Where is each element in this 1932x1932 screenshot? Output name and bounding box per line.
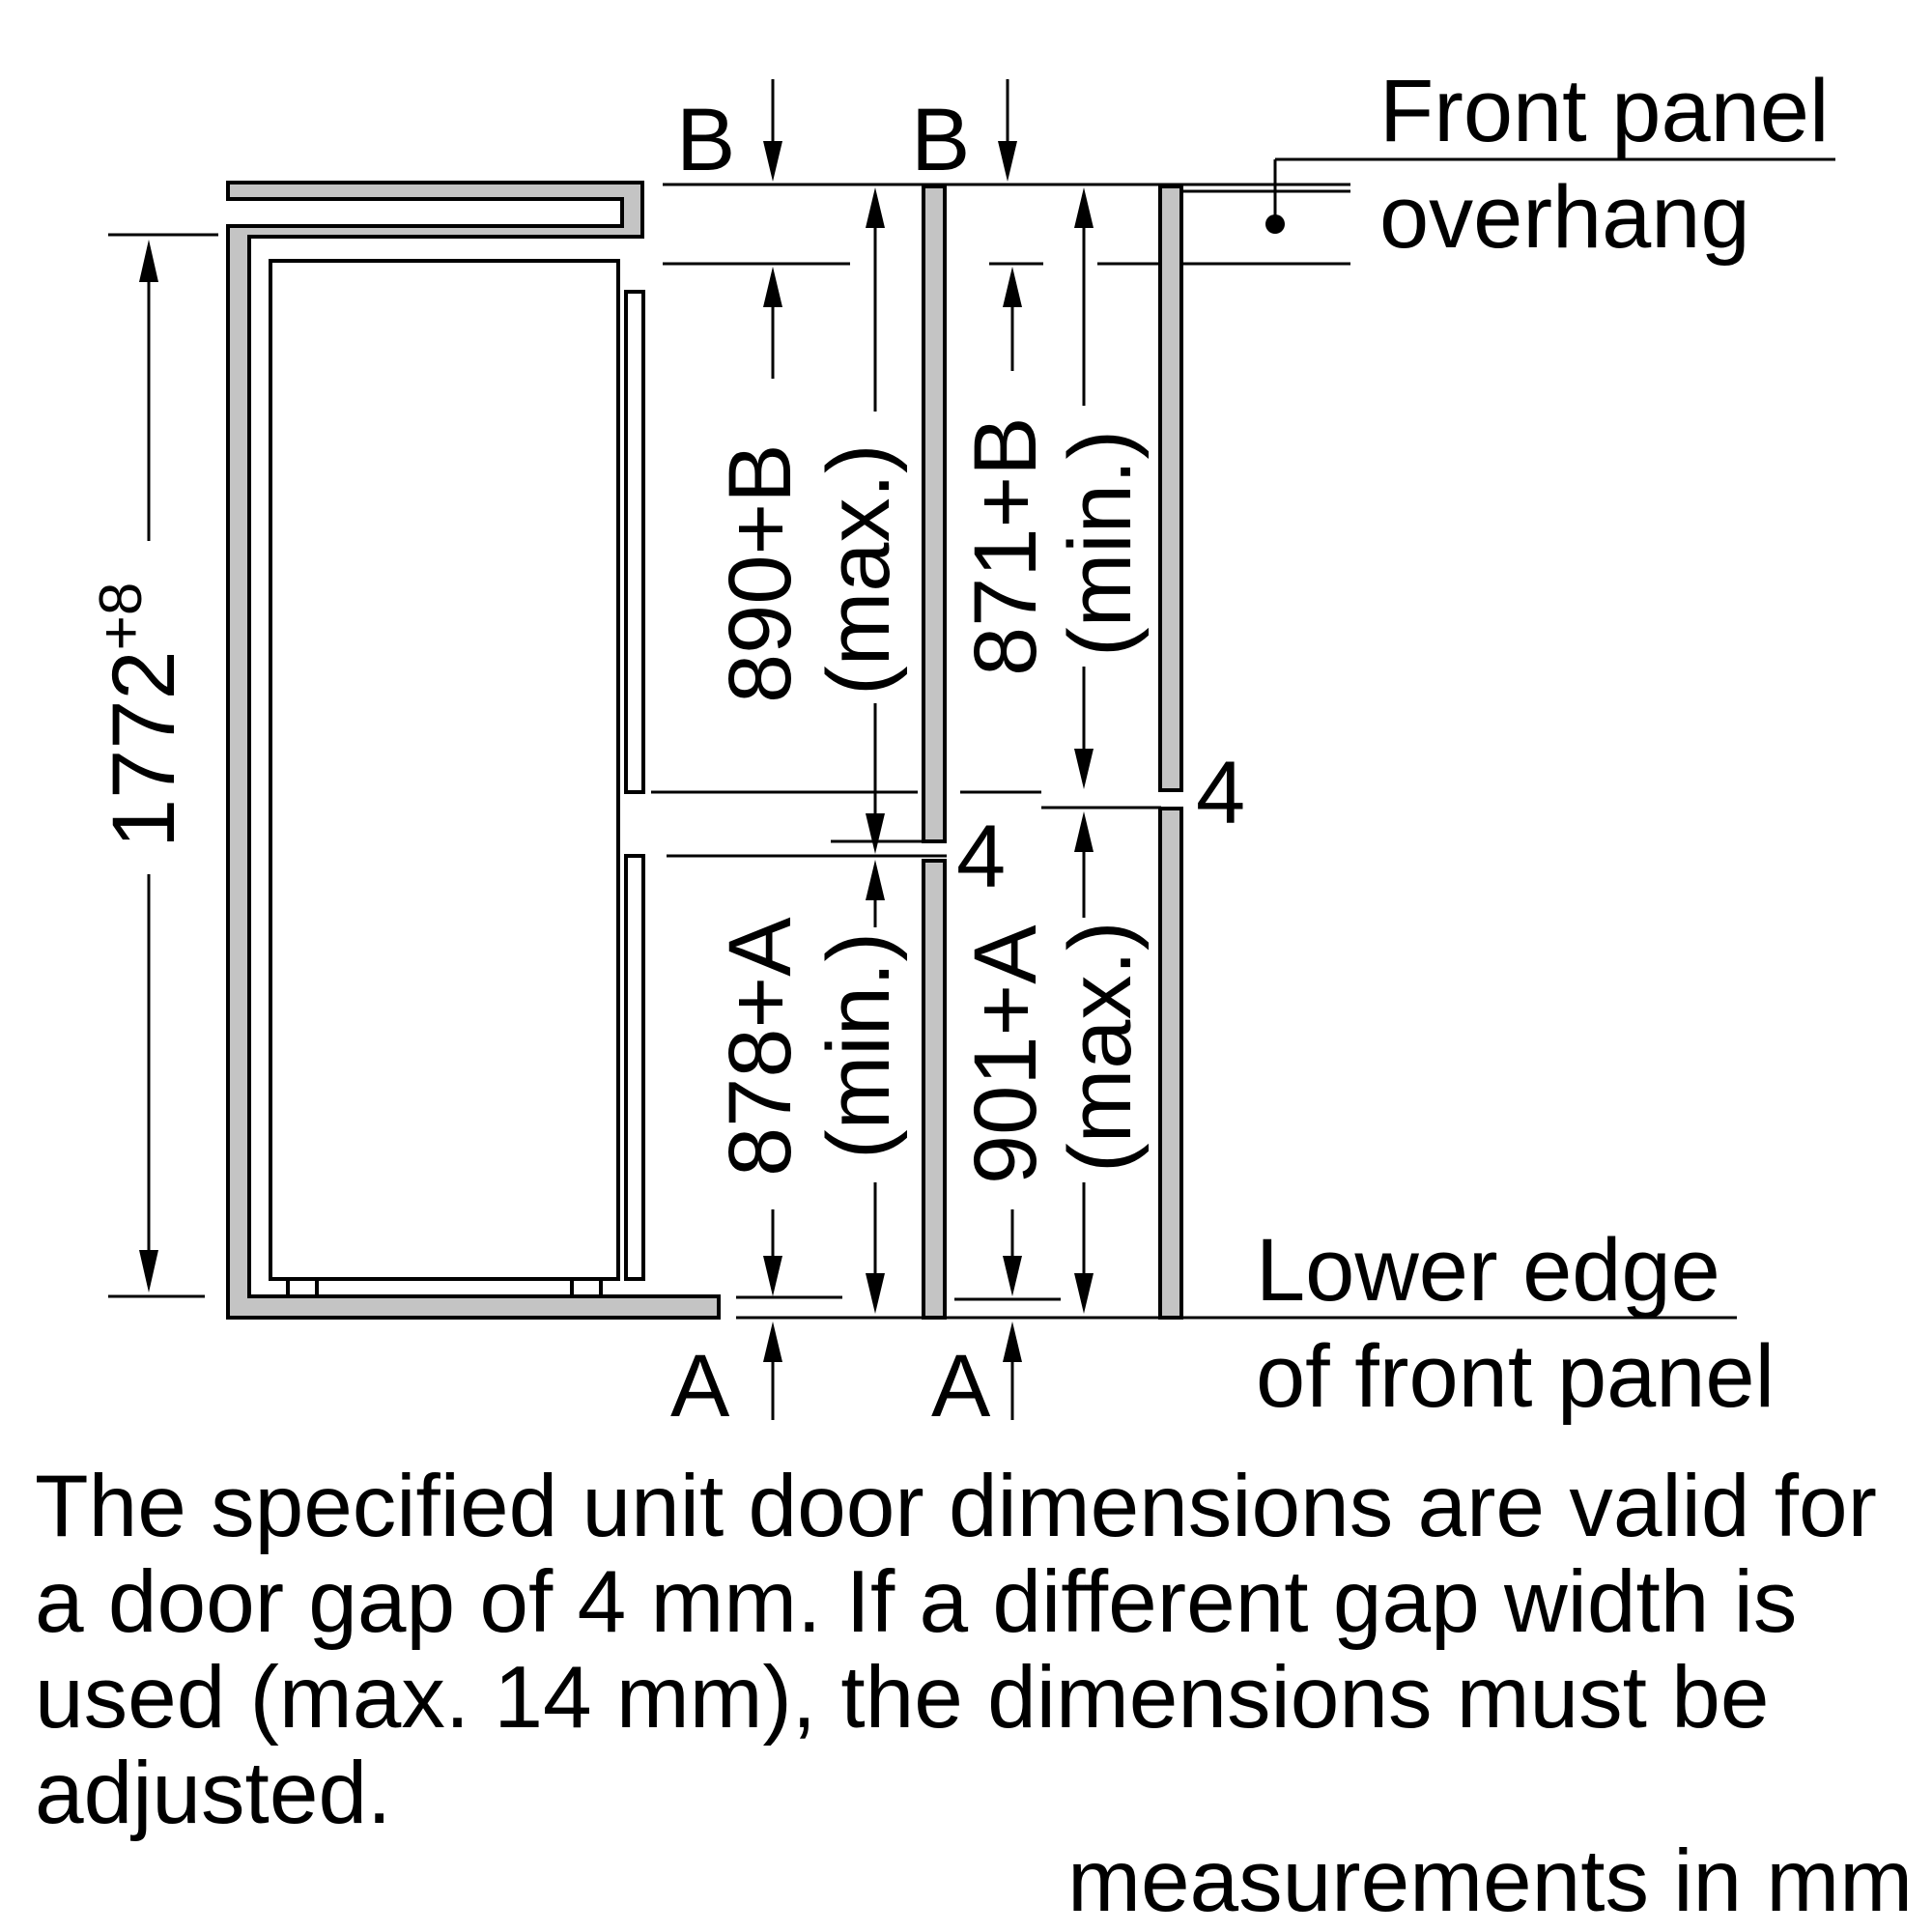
upper-door-min-value: 871+B xyxy=(956,416,1055,676)
lower-door-min-value: 878+A xyxy=(711,917,810,1177)
door-panels xyxy=(922,185,1183,1320)
overall-height-tolerance: +8 xyxy=(88,582,155,651)
lower-door-max-value: 901+A xyxy=(956,924,1055,1184)
lower-door-strip xyxy=(624,854,645,1281)
upper-door-dimensions: 890+B (max.) 871+B (min.) xyxy=(711,187,1150,854)
left-lower-door-panel xyxy=(922,859,947,1320)
front-panel-overhang-callout: Front panel overhang xyxy=(1265,62,1835,267)
gap-label-left: 4 xyxy=(956,808,1006,906)
overall-height-dimension: 1772+8 xyxy=(88,233,218,1298)
overhang-label-line2: overhang xyxy=(1379,168,1750,267)
lower-door-dimensions: 878+A (min.) 901+A (max.) xyxy=(711,811,1150,1314)
lower-door-min-note: (min.) xyxy=(810,932,908,1159)
upper-door-strip xyxy=(624,290,645,794)
upper-door-max-value: 890+B xyxy=(711,443,810,703)
a-label-left: A xyxy=(670,1337,730,1435)
lower-edge-label-line2: of front panel xyxy=(1256,1327,1775,1426)
appliance-foot-right xyxy=(570,1277,603,1298)
svg-text:1772+8: 1772+8 xyxy=(88,582,193,848)
upper-door-min-note: (min.) xyxy=(1051,430,1150,657)
door-gap-note: The specified unit door dimensions are v… xyxy=(35,1458,1877,1842)
cabinet xyxy=(226,181,721,1320)
a-label-right: A xyxy=(931,1337,991,1435)
lower-door-max-note: (max.) xyxy=(1051,921,1150,1173)
a-indicators: A A xyxy=(670,1321,1022,1435)
cabinet-frame xyxy=(226,181,721,1320)
overhang-label-line1: Front panel xyxy=(1379,62,1829,160)
lower-edge-label-line1: Lower edge xyxy=(1256,1221,1720,1320)
appliance-foot-left xyxy=(286,1277,319,1298)
units-label: measurements in mm xyxy=(1067,1833,1913,1930)
b-label-right: B xyxy=(911,91,970,189)
b-indicators: B B xyxy=(676,79,1017,189)
overall-height-value: 1772 xyxy=(95,650,193,848)
right-lower-door-panel xyxy=(1158,807,1183,1320)
reference-lines xyxy=(651,183,1737,1320)
gap-label-right: 4 xyxy=(1196,744,1245,842)
lower-edge-callout: Lower edge of front panel xyxy=(1256,1221,1775,1426)
right-upper-door-panel xyxy=(1158,185,1183,792)
upper-door-max-note: (max.) xyxy=(810,443,908,696)
appliance-body xyxy=(269,259,620,1281)
b-label-left: B xyxy=(676,91,735,189)
left-upper-door-panel xyxy=(922,185,947,843)
